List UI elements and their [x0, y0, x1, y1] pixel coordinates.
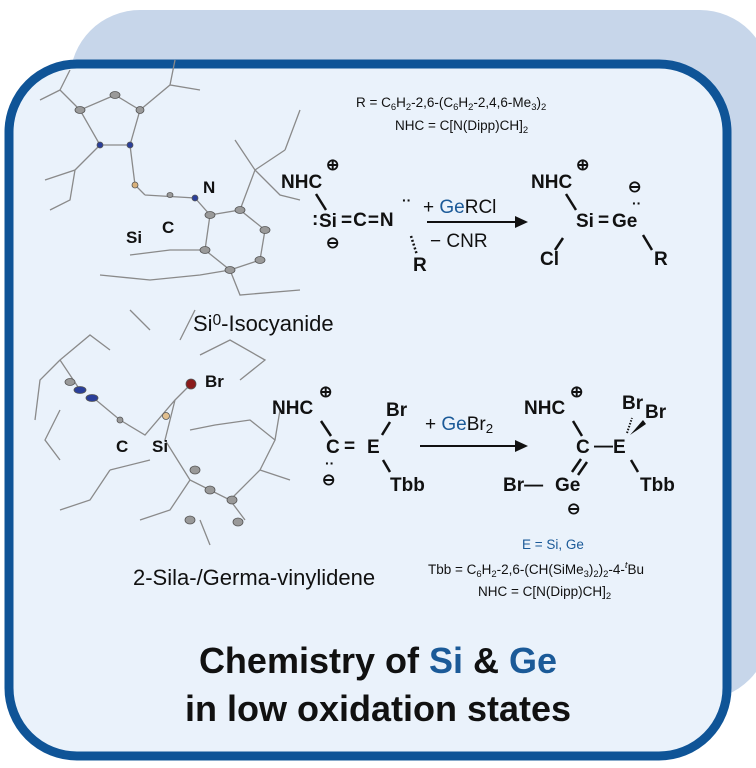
s2-product-e: E — [613, 437, 626, 458]
structure1-si-label: Si — [126, 228, 143, 247]
structure1-c-label: C — [162, 218, 175, 237]
s1-product-si: Si — [576, 211, 594, 232]
wedge-bond — [630, 420, 646, 435]
lone-pair-n: ·· — [402, 192, 412, 208]
s2-reagent: + GeBr2 — [425, 414, 494, 436]
s2-product-c: C — [576, 437, 590, 458]
s2-reactant-br: Br — [386, 400, 408, 421]
s2-reactant-c: C — [326, 437, 340, 458]
plus-charge: ⊕ — [570, 384, 584, 401]
s1-reagent: + GeRCl — [423, 197, 497, 218]
minus-charge: ⊖ — [322, 472, 336, 489]
nhc-definition-top: NHC = C[N(Dipp)CH]2 — [395, 118, 529, 136]
s2-product-tbb: Tbb — [640, 475, 675, 496]
minus-charge: ⊖ — [567, 501, 581, 518]
s2-reactant-tbb: Tbb — [390, 475, 425, 496]
single-bond: — — [594, 436, 613, 457]
s2-product-ge: Ge — [555, 475, 581, 496]
lone-pair-ge: ·· — [632, 195, 642, 211]
s2-product-br1: Br — [622, 393, 644, 414]
lone-pair-c: ·· — [325, 455, 335, 471]
s1-reactant-r: R — [413, 255, 427, 276]
double-bond: = — [598, 210, 610, 231]
s2-product-br3: Br— — [503, 475, 544, 496]
hash-bond — [626, 417, 633, 434]
s1-product-ge: Ge — [612, 211, 638, 232]
scheme1-arrow — [427, 216, 528, 228]
s1-reactant-cn: =C=N — [341, 210, 395, 231]
double-bond: = — [344, 436, 356, 457]
s2-reactant-e: E — [367, 437, 380, 458]
s1-reactant-nhc: NHC — [281, 172, 323, 193]
r-definition: R = C6H2-2,6-(C6H2-2,4,6-Me3)2 — [356, 95, 547, 113]
s1-product-nhc: NHC — [531, 172, 573, 193]
lone-pair: : — [312, 209, 319, 230]
e-definition: E = Si, Ge — [522, 537, 584, 552]
title-line-2: in low oxidation states — [184, 688, 572, 729]
crystal-structure-vinylidene — [34, 309, 291, 546]
plus-charge: ⊕ — [576, 157, 590, 174]
s1-product-r: R — [654, 249, 668, 270]
s1-byproduct: − CNR — [430, 231, 488, 252]
structure2-c-label: C — [116, 437, 129, 456]
scheme1-bonds — [314, 193, 654, 256]
minus-charge: ⊖ — [326, 235, 340, 252]
structure1-n-label: N — [203, 178, 216, 197]
main-panel — [4, 59, 732, 761]
isocyanide-label: Si0-Isocyanide — [193, 311, 334, 336]
tbb-definition: Tbb = C6H2-2,6-(CH(SiMe3)2)2-4-tBu — [428, 560, 645, 580]
structure2-si-label: Si — [152, 437, 169, 456]
s2-product-br2: Br — [645, 402, 667, 423]
s2-reactant-nhc: NHC — [272, 398, 314, 419]
plus-charge: ⊕ — [326, 157, 340, 174]
scheme2-arrow — [420, 440, 528, 452]
s1-reactant-si: Si — [319, 211, 337, 232]
s1-product-cl: Cl — [540, 249, 559, 270]
scheme2-bonds — [319, 420, 640, 476]
minus-charge: ⊖ — [628, 179, 642, 196]
title-line-1: Chemistry of Si & Ge — [198, 640, 558, 681]
nhc-definition-bottom: NHC = C[N(Dipp)CH]2 — [478, 584, 612, 602]
crystal-structure-isocyanide — [39, 59, 301, 296]
s2-product-nhc: NHC — [524, 398, 566, 419]
plus-charge: ⊕ — [319, 384, 333, 401]
vinylidene-label: 2-Sila-/Germa-vinylidene — [133, 565, 376, 590]
structure2-br-label: Br — [205, 372, 224, 391]
